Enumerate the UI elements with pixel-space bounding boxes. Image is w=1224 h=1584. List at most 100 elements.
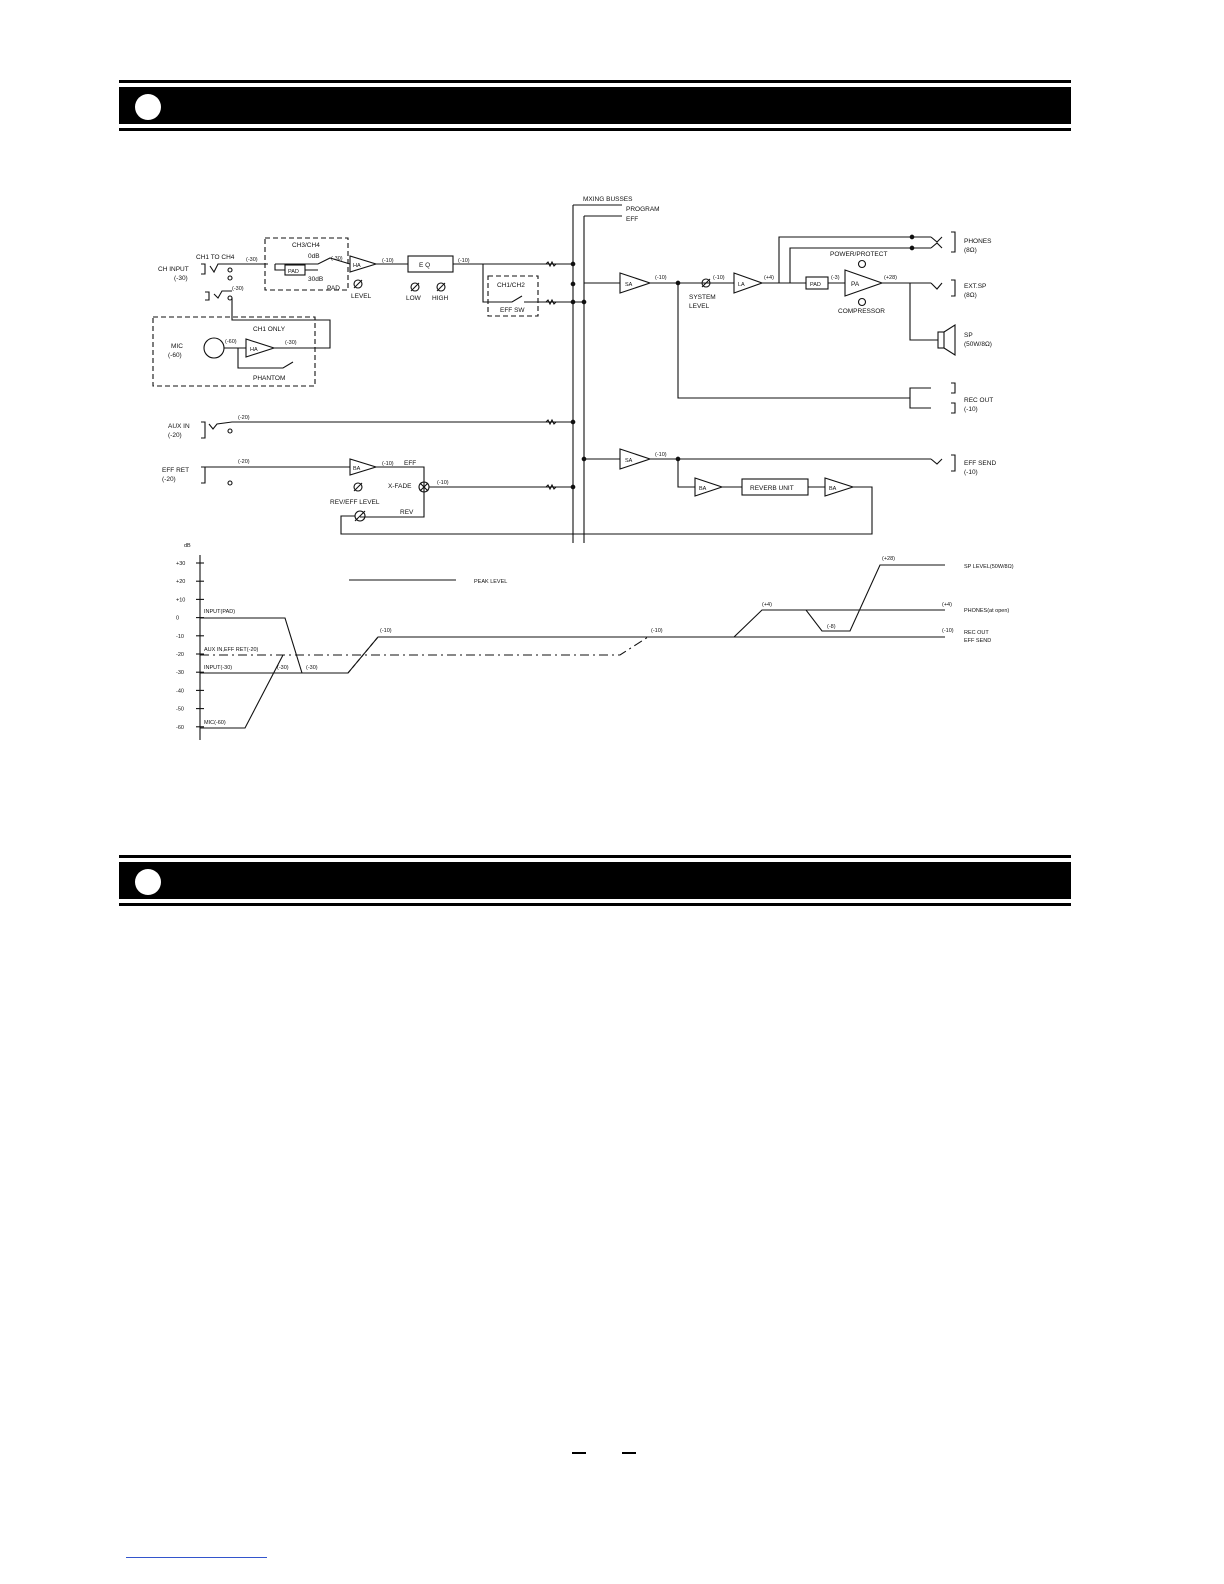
ba1-amp-icon — [694, 477, 724, 497]
pad-block-title: CH3/CH4 — [292, 242, 320, 249]
sa-out: (-10) — [655, 275, 667, 281]
ann-a4: (-10) — [651, 628, 663, 634]
sa2-amp-icon — [619, 448, 652, 470]
level-chart: dB +30+20+100-10-20-30-40-50-60 PEAK LEV… — [176, 543, 1014, 740]
sa2-out: (-10) — [655, 452, 667, 458]
busses-title: MXING BUSSES — [583, 196, 633, 203]
pa-amp-icon — [844, 269, 884, 297]
right-label-eff: EFF SEND — [964, 638, 991, 644]
chart-unit: dB — [184, 543, 191, 549]
ha-out-level: (-10) — [382, 258, 394, 264]
phones-feed-wire — [762, 236, 931, 284]
junction-dot — [570, 299, 576, 305]
level-trace-mic — [200, 654, 284, 729]
pad-label-2: PAD — [327, 285, 340, 292]
y-tick-label: -60 — [176, 725, 184, 731]
rule-bottom — [119, 128, 1071, 131]
bus-program-line — [572, 204, 622, 543]
y-tick-label: 0 — [176, 616, 179, 622]
eff-send-jack-icon — [930, 454, 956, 472]
aux-in-label: AUX IN — [168, 423, 190, 430]
level-knob-icon — [353, 279, 363, 289]
level-trace-aux — [200, 636, 649, 656]
ch-input-lvl-a: (-30) — [246, 257, 258, 263]
knob-slash — [353, 279, 363, 289]
ba-amp-icon — [349, 458, 378, 476]
low-label: LOW — [406, 295, 422, 302]
jack-contact — [227, 295, 233, 301]
ann-a8: (+4) — [942, 602, 952, 608]
rule-band — [119, 87, 1071, 124]
wire — [231, 298, 331, 349]
jack-contact — [227, 267, 233, 273]
right-label-sp: SP LEVEL(50W/8Ω) — [964, 564, 1014, 570]
ba2-amp-icon — [824, 477, 855, 497]
knob-slash — [353, 482, 363, 492]
speaker-icon — [937, 331, 945, 349]
ch1-to-ch4-label: CH1 TO CH4 — [196, 254, 235, 261]
eff-ret-lvl: (-20) — [238, 459, 250, 465]
resistor-icon — [545, 483, 557, 491]
sp-label: SP — [964, 332, 973, 339]
system-level-label: LEVEL — [689, 303, 710, 310]
mic-out-level: (-30) — [285, 340, 297, 346]
bus-eff-line — [583, 215, 622, 543]
ann-a7: (+28) — [882, 556, 895, 562]
reverb-return-wire — [340, 486, 873, 535]
pad-30db: 30dB — [308, 276, 323, 283]
phones-jack-icon — [930, 231, 956, 253]
pa-pad-out: (-3) — [831, 275, 840, 281]
rec-out-wire — [677, 283, 931, 409]
eff-ba-out: (-10) — [382, 461, 394, 467]
pad-label: PAD — [288, 269, 299, 275]
footer-rule — [126, 1557, 267, 1558]
eff-label: EFF — [404, 460, 416, 467]
ann-aux-effret: AUX IN,EFF RET(-20) — [204, 647, 259, 653]
level-label: LEVEL — [351, 293, 372, 300]
la-label: LA — [738, 282, 745, 288]
page-mark — [622, 1452, 636, 1454]
level-trace-dashed — [347, 636, 379, 674]
ch-input-jack2-icon — [205, 290, 232, 301]
jack-contact — [227, 428, 233, 434]
sa2-label: SA — [625, 458, 633, 464]
high-knob-icon — [436, 282, 446, 292]
eq-out-level: (-10) — [458, 258, 470, 264]
rule-bottom — [119, 903, 1071, 906]
xfade-cross — [419, 482, 429, 492]
y-tick-label: +20 — [176, 579, 185, 585]
ch-input-jack-icon — [201, 263, 232, 275]
rec-out-level: (-10) — [964, 406, 978, 413]
mic-label: MIC — [171, 343, 183, 350]
pad-odb: 0dB — [308, 253, 320, 260]
extsp-jack-icon — [930, 279, 956, 297]
level-trace-input-pad — [200, 564, 945, 674]
pa-out: (+28) — [884, 275, 897, 281]
bus-program-label: PROGRAM — [626, 206, 660, 213]
right-label-rec: REC OUT — [964, 630, 989, 636]
y-tick-label: -40 — [176, 688, 184, 694]
phones-impedance: (8Ω) — [964, 247, 977, 254]
ch1-only-label: CH1 ONLY — [253, 326, 286, 333]
ann-mic-60: MIC(-60) — [204, 720, 226, 726]
mic-ha-amp-icon — [245, 338, 276, 358]
eff-sw-box — [487, 275, 539, 317]
resistor-icon — [545, 260, 557, 268]
ha-label: HA — [353, 263, 361, 269]
aux-in-level: (-20) — [168, 432, 182, 439]
eff-ret-label: EFF RET — [162, 467, 189, 474]
sp-rating: (50W/8Ω) — [964, 341, 992, 348]
y-tick-label: -10 — [176, 634, 184, 640]
ann-a1: (-30) — [277, 665, 289, 671]
xlr-connector-icon — [203, 337, 225, 359]
ann-a5: (+4) — [762, 602, 772, 608]
eff-ret-level: (-20) — [162, 476, 176, 483]
junction-dot — [909, 245, 915, 251]
right-label-phones: PHONES(at open) — [964, 608, 1009, 614]
knob-slash — [436, 282, 446, 292]
bus-eff-label: EFF — [626, 216, 638, 223]
phantom-label: PHANTOM — [253, 375, 285, 382]
wire — [360, 466, 425, 518]
high-label: HIGH — [432, 295, 449, 302]
junction-dot — [909, 234, 915, 240]
